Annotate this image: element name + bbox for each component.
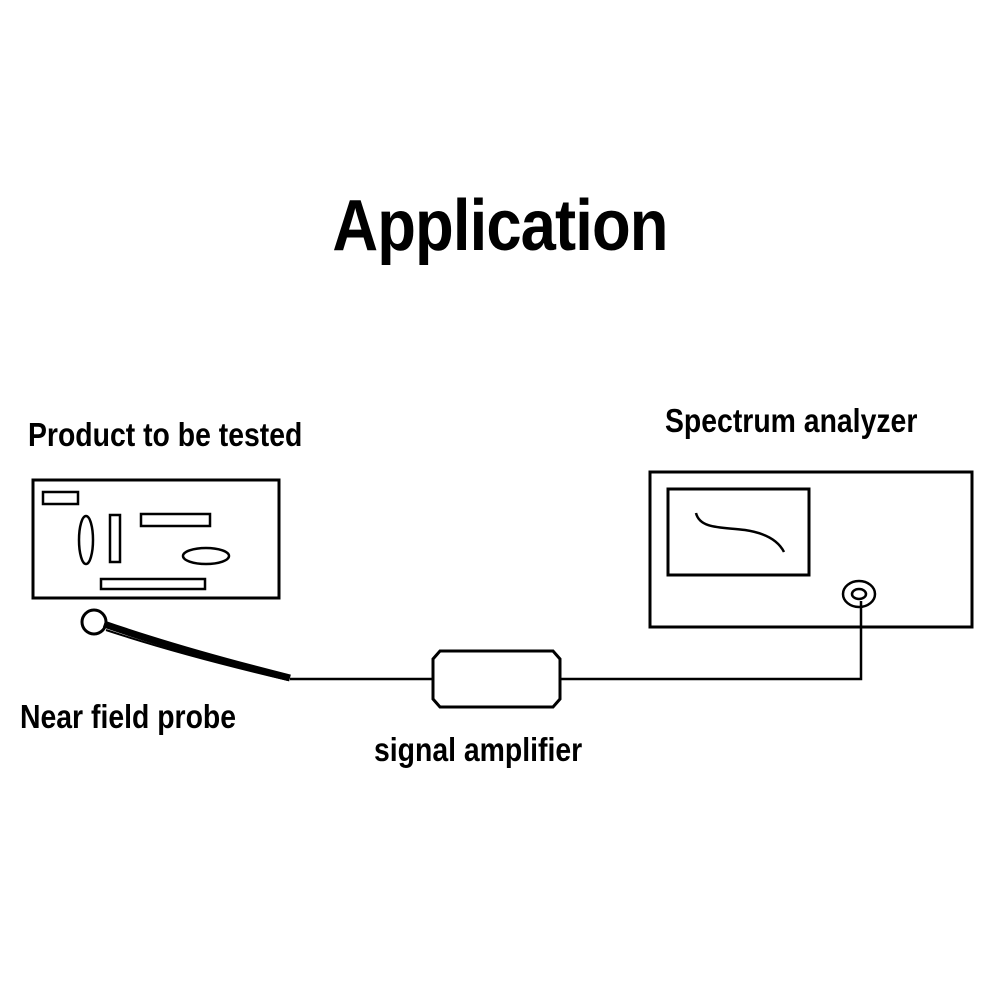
product-label: Product to be tested: [28, 416, 303, 453]
board-ic: [139, 512, 212, 528]
cable-amplifier-analyzer: [560, 601, 863, 681]
analyzer-port-inner: [850, 587, 868, 601]
analyzer-outline: [648, 470, 974, 629]
analyzer-label: Spectrum analyzer: [665, 402, 918, 439]
spectrum-analyzer: [648, 470, 974, 629]
near-field-probe: [80, 608, 291, 682]
board-chip-small: [41, 490, 80, 506]
probe-label: Near field probe: [20, 698, 237, 735]
probe-handle-edge: [105, 629, 289, 681]
analyzer-port-outer: [841, 579, 877, 609]
probe-handle: [102, 620, 291, 682]
analyzer-trace: [694, 512, 786, 553]
board-crystal: [181, 546, 231, 566]
product-board: [31, 478, 281, 600]
signal-amplifier: [431, 649, 562, 709]
board-connector: [99, 577, 207, 591]
board-capacitor: [77, 514, 95, 566]
board-outline: [31, 478, 281, 600]
probe-loop: [80, 608, 108, 636]
amplifier-label: signal amplifier: [374, 731, 583, 768]
board-resistor: [108, 513, 122, 564]
diagram-title: Application: [332, 186, 668, 266]
analyzer-screen: [666, 487, 811, 577]
